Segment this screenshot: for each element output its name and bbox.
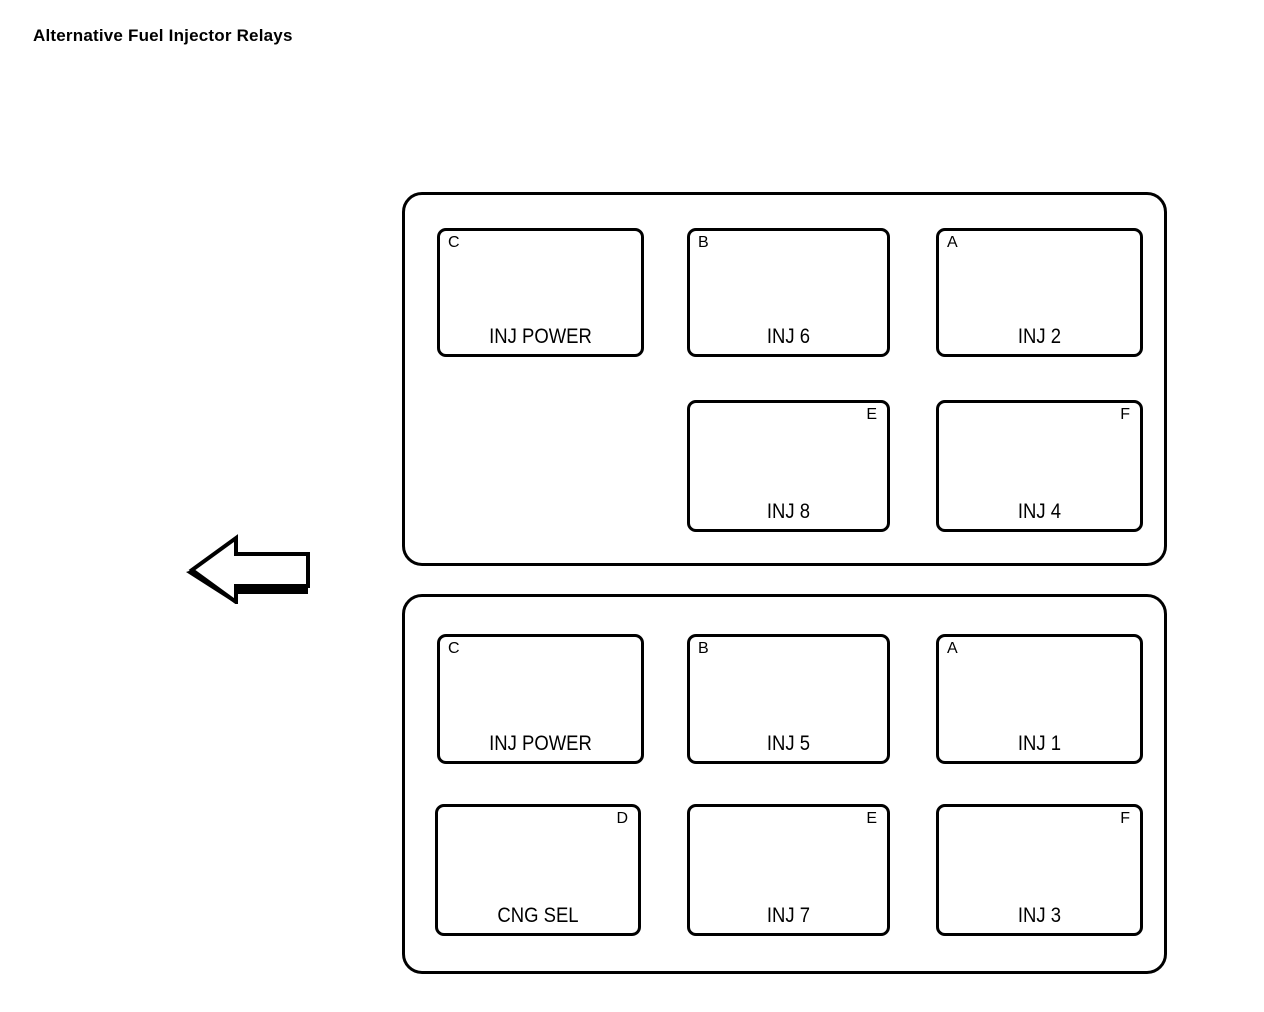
relay-socket-inj-3[interactable]: F INJ 3 <box>936 804 1143 936</box>
upper-relay-panel: C INJ POWER B INJ 6 A INJ 2 E INJ 8 F INJ 4 <box>402 192 1167 566</box>
relay-socket-inj-4[interactable]: F INJ 4 <box>936 400 1143 532</box>
relay-label: INJ 2 <box>1017 324 1062 348</box>
relay-socket-inj-5[interactable]: B INJ 5 <box>687 634 890 764</box>
relay-socket-inj-power[interactable]: C INJ POWER <box>437 634 644 764</box>
relay-socket-cng-sel[interactable]: D CNG SEL <box>435 804 641 936</box>
relay-terminal-letter: C <box>448 234 460 251</box>
relay-label: INJ 5 <box>766 731 811 755</box>
relay-terminal-letter: E <box>866 406 877 423</box>
direction-arrow-icon <box>186 530 314 604</box>
relay-socket-inj-2[interactable]: A INJ 2 <box>936 228 1143 357</box>
relay-label: INJ 8 <box>766 499 811 523</box>
relay-label: INJ 4 <box>1017 499 1062 523</box>
relay-terminal-letter: B <box>698 234 709 251</box>
relay-socket-inj-6[interactable]: B INJ 6 <box>687 228 890 357</box>
relay-label: INJ 1 <box>1017 731 1062 755</box>
relay-terminal-letter: A <box>947 234 958 251</box>
relay-label: INJ POWER <box>489 731 592 755</box>
relay-label: INJ 6 <box>766 324 811 348</box>
relay-terminal-letter: B <box>698 640 709 657</box>
lower-relay-panel: C INJ POWER B INJ 5 A INJ 1 D CNG SEL E INJ 7 F INJ… <box>402 594 1167 974</box>
relay-label: INJ POWER <box>489 324 592 348</box>
relay-terminal-letter: A <box>947 640 958 657</box>
relay-terminal-letter: C <box>448 640 460 657</box>
relay-terminal-letter: F <box>1120 810 1130 827</box>
relay-socket-inj-8[interactable]: E INJ 8 <box>687 400 890 532</box>
relay-label: INJ 7 <box>766 903 811 927</box>
relay-label: INJ 3 <box>1017 903 1062 927</box>
relay-socket-inj-7[interactable]: E INJ 7 <box>687 804 890 936</box>
relay-terminal-letter: F <box>1120 406 1130 423</box>
relay-socket-inj-1[interactable]: A INJ 1 <box>936 634 1143 764</box>
relay-label: CNG SEL <box>497 903 579 927</box>
relay-socket-inj-power[interactable]: C INJ POWER <box>437 228 644 357</box>
page-title: Alternative Fuel Injector Relays <box>33 26 293 45</box>
relay-terminal-letter: E <box>866 810 877 827</box>
relay-terminal-letter: D <box>616 810 628 827</box>
